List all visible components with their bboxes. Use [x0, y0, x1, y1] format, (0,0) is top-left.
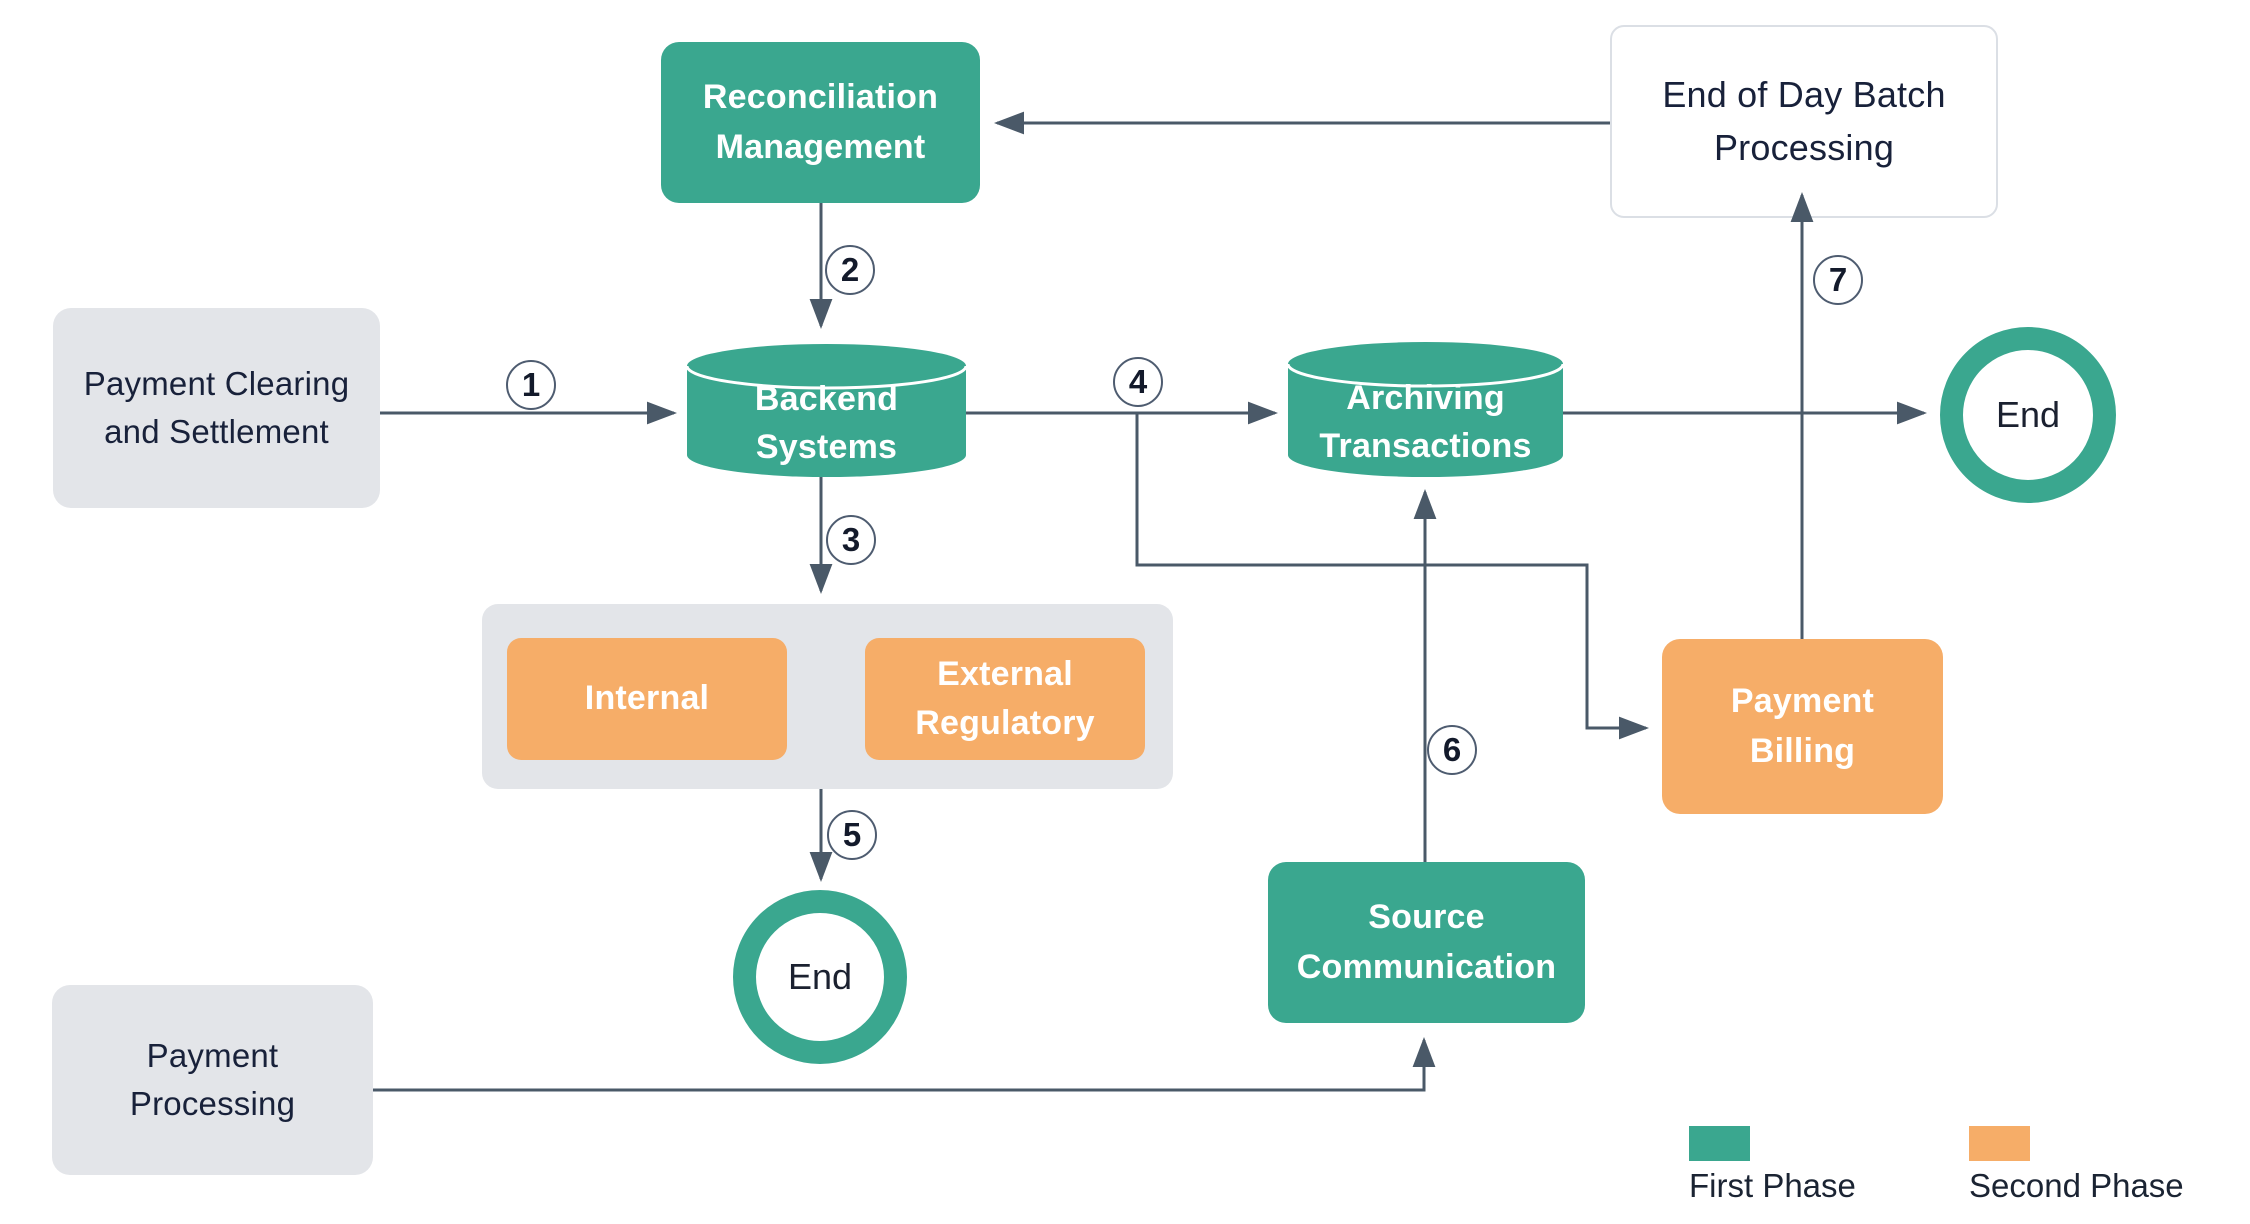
step-badge-5-number: 5	[842, 816, 862, 853]
node-payment-clearing-and-settlement: Payment Clearing and Settlement	[53, 308, 380, 508]
step-badge-3-number: 3	[841, 521, 861, 558]
cylinder-shape	[687, 344, 966, 477]
node-payment-processing-label: Payment Processing	[129, 1037, 296, 1122]
end-bottom-label: End	[787, 956, 853, 997]
node-internal-label: Internal	[584, 679, 710, 718]
node-payment-billing-label: Payment Billing	[1730, 682, 1875, 770]
step-badge-1: 1	[506, 360, 556, 410]
node-payment-processing: Payment Processing	[52, 985, 373, 1175]
node-end-terminator-bottom: End	[733, 890, 907, 1064]
legend-swatch-first-phase	[1689, 1126, 1750, 1161]
step-badge-4-number: 4	[1128, 363, 1148, 400]
legend-item-first-phase: First Phase	[1689, 1126, 1856, 1205]
node-source-communication-label: Source Communication	[1296, 898, 1557, 986]
legend-swatch-second-phase	[1969, 1126, 2030, 1161]
node-backend-systems-label: Backend Systems	[754, 379, 899, 466]
node-reconciliation-management-label: Reconciliation Management	[702, 78, 939, 166]
node-backend-systems: Backend Systems	[687, 344, 966, 477]
node-internal: Internal	[507, 638, 787, 760]
step-badge-6-number: 6	[1442, 731, 1462, 768]
node-end-of-day-batch-processing-label: End of Day Batch Processing	[1662, 74, 1946, 168]
end-right-label: End	[1995, 394, 2061, 435]
step-badge-7: 7	[1813, 255, 1863, 305]
step-badge-4: 4	[1113, 357, 1163, 407]
legend-label-first-phase: First Phase	[1689, 1167, 1856, 1204]
node-payment-billing: Payment Billing	[1662, 639, 1943, 814]
node-archiving-transactions: Archiving Transactions	[1288, 342, 1563, 477]
node-archiving-transactions-label: Archiving Transactions	[1319, 378, 1532, 465]
node-end-terminator-right: End	[1940, 327, 2116, 503]
step-badge-6: 6	[1427, 725, 1477, 775]
step-badge-7-number: 7	[1828, 261, 1848, 298]
legend-label-second-phase: Second Phase	[1969, 1167, 2184, 1204]
step-badge-1-number: 1	[521, 366, 541, 403]
node-external-regulatory-label: External Regulatory	[915, 654, 1095, 742]
node-reconciliation-management: Reconciliation Management	[661, 42, 980, 203]
step-badge-5: 5	[827, 810, 877, 860]
step-badge-2: 2	[825, 245, 875, 295]
connector-processing-to-source	[373, 1037, 1436, 1092]
node-payment-clearing-label: Payment Clearing and Settlement	[83, 365, 350, 450]
node-source-communication: Source Communication	[1268, 862, 1585, 1023]
node-external-regulatory: External Regulatory	[865, 638, 1145, 760]
node-end-of-day-batch-processing: End of Day Batch Processing	[1610, 25, 1998, 218]
step-badge-3: 3	[826, 515, 876, 565]
legend-item-second-phase: Second Phase	[1969, 1126, 2184, 1205]
step-badge-2-number: 2	[840, 251, 860, 288]
